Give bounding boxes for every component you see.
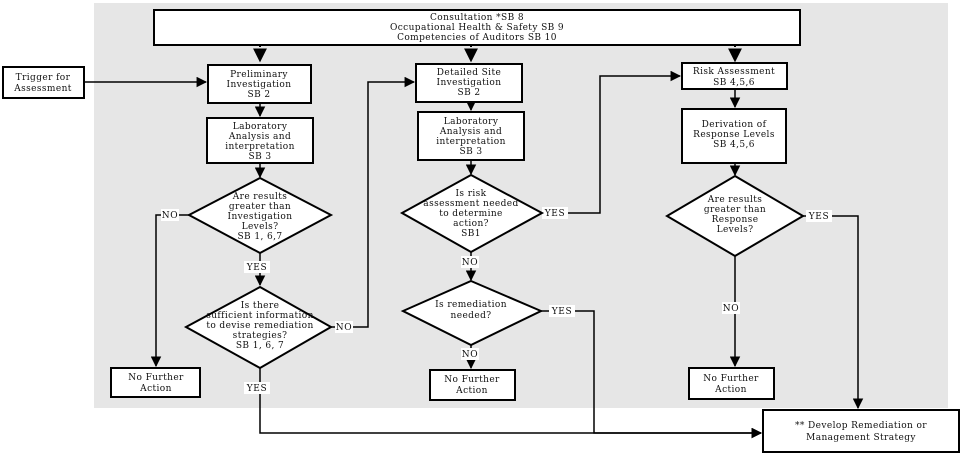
- node-line: interpretation: [436, 137, 506, 147]
- trigger-line: Trigger for: [16, 73, 71, 83]
- edge-label-yes: YES: [808, 212, 829, 222]
- edge-label-no: NO: [723, 304, 739, 314]
- node-line: Analysis and: [439, 127, 502, 137]
- node-line: No Further: [703, 374, 759, 384]
- node-line: Detailed Site: [437, 68, 501, 78]
- no-further-action-box: No Further Action: [429, 369, 516, 401]
- edge-label-no: NO: [462, 350, 478, 360]
- node-line: assessment needed: [423, 199, 518, 209]
- node-line: Investigation: [227, 80, 292, 90]
- node-line: Action: [139, 384, 172, 394]
- node-line: SB 2: [458, 88, 481, 98]
- response-levels-decision: Are results greater than Response Levels…: [665, 174, 805, 258]
- node-line: Management Strategy: [806, 433, 916, 443]
- node-line: Response: [712, 215, 759, 225]
- derivation-response-levels-box: Derivation of Response Levels SB 4,5,6: [681, 108, 787, 164]
- node-line: strategies?: [233, 331, 288, 341]
- laboratory-analysis-box: Laboratory Analysis and interpretation S…: [417, 111, 525, 161]
- edge-label-no: NO: [162, 211, 178, 221]
- node-line: Is remediation: [435, 300, 507, 310]
- develop-strategy-box: ** Develop Remediation or Management Str…: [762, 409, 960, 453]
- node-line: SB 3: [249, 152, 272, 162]
- node-line: to devise remediation: [206, 321, 313, 331]
- consultation-line: Competencies of Auditors SB 10: [397, 33, 557, 43]
- edge-label-yes: YES: [246, 384, 267, 394]
- node-line: SB1: [461, 229, 481, 239]
- node-line: SB 3: [460, 147, 483, 157]
- node-line: Investigation: [228, 212, 293, 222]
- sufficient-information-decision: Is there sufficient information to devis…: [183, 285, 334, 370]
- node-line: SB 1, 6,7: [237, 232, 282, 242]
- node-line: Are results: [232, 192, 288, 202]
- node-line: SB 1, 6, 7: [236, 341, 284, 351]
- node-line: Levels?: [717, 225, 754, 235]
- laboratory-analysis-box: Laboratory Analysis and interpretation S…: [206, 117, 314, 164]
- node-line: Analysis and: [228, 132, 291, 142]
- edge-label-yes: YES: [246, 263, 267, 273]
- node-line: Is there: [241, 301, 280, 311]
- node-line: Preliminary: [230, 70, 288, 80]
- trigger-line: Assessment: [13, 84, 72, 94]
- consultation-line: Consultation *SB 8: [430, 13, 524, 23]
- risk-assessment-box: Risk Assessment SB 4,5,6: [681, 62, 788, 90]
- node-line: Action: [455, 386, 488, 396]
- node-line: Action: [714, 385, 747, 395]
- node-line: greater than: [704, 205, 766, 215]
- node-line: Is risk: [455, 189, 486, 199]
- node-line: No Further: [128, 373, 184, 383]
- node-line: greater than: [229, 202, 291, 212]
- node-line: needed?: [451, 311, 492, 321]
- node-line: Response Levels: [693, 130, 775, 140]
- node-line: to determine: [439, 209, 503, 219]
- node-line: sufficient information: [206, 311, 314, 321]
- arrow-risk-yes: [542, 70, 682, 214]
- node-line: SB 4,5,6: [713, 78, 755, 88]
- node-line: Laboratory: [233, 122, 288, 132]
- node-line: Laboratory: [444, 117, 499, 127]
- node-line: Levels?: [242, 222, 279, 232]
- node-line: Risk Assessment: [693, 67, 775, 77]
- edge-label-yes: YES: [551, 307, 572, 317]
- consultation-box: Consultation *SB 8 Occupational Health &…: [153, 9, 801, 46]
- node-line: action?: [453, 219, 489, 229]
- edge-label-no: NO: [336, 323, 352, 333]
- investigation-levels-decision: Are results greater than Investigation L…: [186, 176, 334, 255]
- detailed-site-investigation-box: Detailed Site Investigation SB 2: [415, 63, 523, 103]
- consultation-line: Occupational Health & Safety SB 9: [390, 23, 564, 33]
- risk-assessment-needed-decision: Is risk assessment needed to determine a…: [399, 173, 545, 254]
- no-further-action-box: No Further Action: [110, 367, 201, 398]
- edge-label-no: NO: [462, 258, 478, 268]
- node-line: SB 4,5,6: [713, 140, 755, 150]
- edge-label-yes: YES: [544, 209, 565, 219]
- node-line: Investigation: [437, 78, 502, 88]
- node-line: No Further: [444, 375, 500, 385]
- preliminary-investigation-box: Preliminary Investigation SB 2: [207, 64, 312, 104]
- node-line: Are results: [707, 195, 763, 205]
- node-line: ** Develop Remediation or: [795, 421, 927, 431]
- node-line: Derivation of: [702, 120, 767, 130]
- edge-labels: NO YES NO YES YES NO YES NO YES NO: [161, 207, 832, 394]
- node-line: interpretation: [225, 142, 295, 152]
- remediation-needed-decision: Is remediation needed?: [400, 279, 544, 347]
- trigger-box: Trigger for Assessment: [2, 66, 85, 99]
- no-further-action-box: No Further Action: [688, 367, 775, 400]
- node-line: SB 2: [248, 90, 271, 100]
